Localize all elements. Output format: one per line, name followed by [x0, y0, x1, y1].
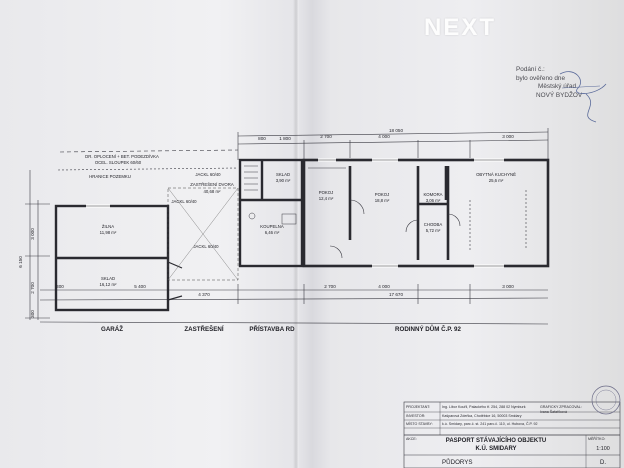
title-block [403, 385, 621, 468]
label-zastreseni-dvora: ZASTŘEŠENÍ DVORA [190, 182, 234, 187]
label-sloupek: OCEL. SLOUPEK 60/60 [95, 160, 142, 165]
label-jackl-3: JACKL 60/40 [193, 244, 219, 249]
tb-akce-label: AKCE: [406, 437, 417, 441]
label-oploceni: DR. OPLOCENÍ + BET. PODEZDÍVKA [85, 154, 159, 159]
label-pokoj-1: POKOJ [319, 190, 334, 195]
verification-stamp: Podání č.: bylo ověřeno dne Městský úřad… [516, 66, 582, 100]
dim-bottom-4: 4 000 [378, 284, 390, 289]
tb-graficky: Ivana Šafaříková [540, 409, 567, 414]
dim-bottom-3: 2 700 [324, 284, 336, 289]
tb-investor: Kašparová Zdeňka, Chotěbice 16, 50003 Sm… [442, 414, 522, 418]
label-jackl-1: JACKL 60/40 [195, 172, 221, 177]
label-komora: KOMORA [423, 192, 442, 197]
label-chodba: CHODBA [424, 222, 443, 227]
tb-akce-2: K.Ú. SMIDARY [475, 445, 516, 452]
dim-top-3: 2 700 [320, 134, 332, 139]
section-pristavba: PŘÍSTAVBA RD [249, 325, 295, 333]
label-komora-area: 3,06 m² [426, 198, 441, 203]
label-sklad-top-area: 3,90 m² [276, 178, 291, 183]
dim-left-4: 300 [30, 310, 35, 318]
stamp-line-podani: Podání č.: [516, 66, 545, 73]
tb-mereni-label: MĚŘÍTKO: [588, 436, 605, 441]
label-pokoj-2-area: 18,8 m² [375, 198, 390, 203]
tb-pudorys: PŮDORYS [442, 459, 473, 466]
label-pokoj-1-area: 12,4 m² [319, 196, 334, 201]
dim-left-3: 2 700 [30, 282, 35, 294]
label-jackl-2: JACKL 60/40 [171, 199, 197, 204]
label-chodba-area: 5,72 m² [426, 228, 441, 233]
label-sklad-top: SKLAD [276, 172, 290, 177]
label-obytna-area: 25,6 m² [489, 178, 504, 183]
label-koupelna: KOUPELNA [260, 224, 284, 229]
label-hranice: HRANICE POZEMKU [89, 174, 131, 179]
tb-projektant-label: PROJEKTANT: [406, 405, 430, 409]
paper-fold [293, 0, 299, 468]
label-koupelna-area: 6,46 m² [265, 230, 280, 235]
dim-bottom-overall: 17 670 [389, 292, 403, 297]
tb-mereni: 1:100 [596, 446, 610, 452]
label-sklad-left-area: 16,12 m² [100, 282, 118, 287]
dim-top-2: 1 800 [279, 136, 291, 141]
tb-projektant: Ing. Libor Kouřil, Palackého tř. 254, 28… [442, 405, 526, 409]
tb-cislo: D. [600, 460, 606, 466]
label-zilna: ŽILNA [102, 224, 114, 229]
label-obytna: OBYTNÁ KUCHYNĚ [476, 172, 516, 177]
tb-misto: k.ú. Smidary, parc.č. st. 241 parc.č. 11… [442, 421, 537, 426]
dim-left-1: 6 150 [18, 256, 23, 268]
dim-bottom-5: 3 000 [502, 284, 514, 289]
section-garaz: GARÁŽ [101, 325, 123, 333]
stamp-line-overeno: bylo ověřeno dne [516, 74, 566, 82]
dim-bottom-1: 300 [56, 284, 64, 289]
dim-top-1: 800 [258, 136, 266, 141]
tb-akce-1: PASPORT STÁVAJÍCÍHO OBJEKTU [446, 436, 546, 444]
label-sklad-left: SKLAD [101, 276, 115, 281]
stamp-line-urad: Městský úřad [538, 83, 577, 91]
next-logo-watermark: NEXT [424, 14, 497, 41]
section-rodinny-dum: RODINNÝ DŮM Č.P. 92 [395, 325, 461, 333]
dim-top-4: 4 000 [378, 134, 390, 139]
label-zilna-area: 11,98 m² [100, 230, 117, 235]
tb-graficky-label: GRAFICKY ZPRACOVAL: [540, 405, 582, 409]
dim-bottom-6: 4 370 [198, 292, 210, 297]
tb-misto-label: MÍSTO STAVBY: [406, 422, 433, 426]
dim-left-2: 3 000 [30, 228, 35, 240]
section-zastreseni: ZASTŘEŠENÍ [184, 325, 223, 333]
stamp-line-mesto: NOVÝ BYDŽOV [536, 91, 583, 99]
stamp-signature [559, 71, 607, 123]
dim-bottom-2: 5 400 [134, 284, 146, 289]
tb-investor-label: INVESTOR: [406, 414, 425, 418]
label-zastreseni-area: 40,68 m² [204, 189, 222, 194]
dim-top-5: 3 000 [502, 134, 514, 139]
label-pokoj-2: POKOJ [375, 192, 390, 197]
dim-top-overall: 18 050 [389, 128, 403, 133]
